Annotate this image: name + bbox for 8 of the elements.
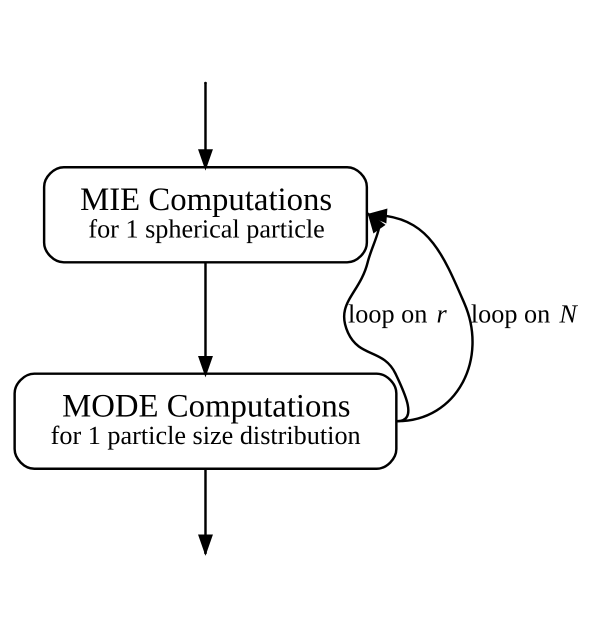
arrow [366, 208, 474, 422]
arrow [198, 83, 213, 170]
node-box: MODE Computations for 1 particle size distribution [13, 372, 398, 470]
arrow [343, 211, 410, 422]
edge-label: loop on r [348, 299, 447, 328]
edge-label: loop on N [470, 299, 577, 328]
node-box: MIE Computations for 1 spherical particle [42, 166, 368, 264]
arrow [198, 262, 213, 377]
